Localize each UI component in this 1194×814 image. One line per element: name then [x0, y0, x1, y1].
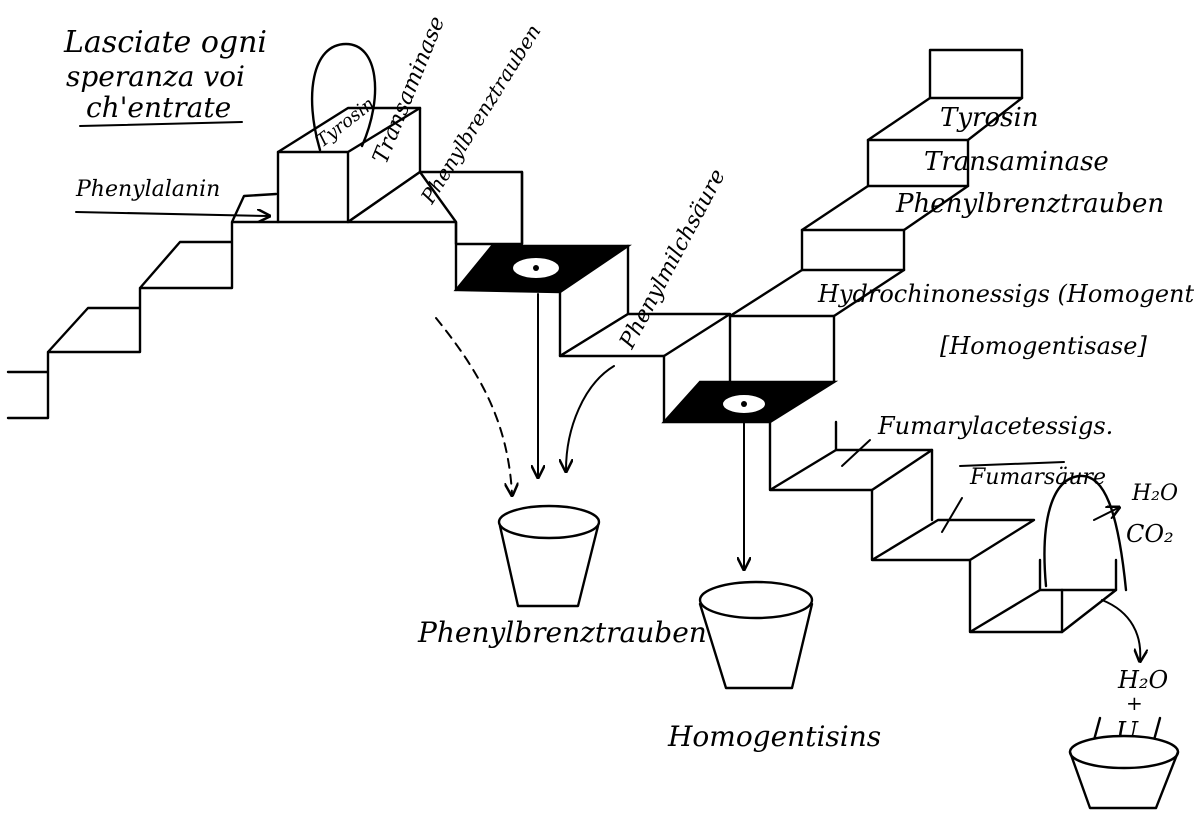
motto-line-3: ch'entrate	[86, 91, 231, 124]
product-water-2: H₂O	[1117, 666, 1169, 694]
bucket-1-label: Phenylbrenztrauben	[417, 616, 707, 649]
bucket-1: Phenylbrenztrauben	[417, 504, 707, 649]
top-block-edges	[276, 106, 422, 224]
right-label-tyrosin: Tyrosin	[940, 103, 1039, 133]
drop-dashed	[435, 317, 512, 494]
right-label-transaminase: Transaminase	[924, 147, 1109, 177]
right-staircase: Tyrosin Transaminase Phenylbrenztrauben …	[661, 48, 1194, 810]
right-top-box	[928, 48, 1024, 100]
right-label-homogentisase: [Homogentisase]	[940, 332, 1147, 360]
left-tread-2	[558, 312, 732, 358]
product-co2: CO₂	[1126, 520, 1174, 548]
drops	[435, 293, 744, 568]
right-label-phenylbrenztrauben: Phenylbrenztrauben	[895, 189, 1164, 219]
phenylalanin-arrow	[75, 212, 268, 216]
tyrosin-loop	[310, 42, 377, 152]
bucket-2: Homogentisins	[667, 580, 881, 753]
left-phenylalanin-label: Phenylalanin	[75, 177, 220, 202]
right-label-fumarsaeure: Fumarsäure	[969, 465, 1106, 490]
left-steps-outline	[6, 192, 280, 420]
motto-line-2: speranza voi	[66, 60, 245, 93]
bucket-2-label: Homogentisins	[667, 720, 881, 753]
product-plus: +	[1126, 691, 1143, 715]
product-water-1: H₂O	[1131, 481, 1178, 506]
fumarsaeure-loop	[1043, 474, 1128, 592]
urine-bucket: U	[1068, 716, 1180, 810]
left-tread-1-edges	[418, 170, 524, 292]
motto-line-1: Lasciate ogni	[63, 25, 267, 60]
right-label-fumarylacetessigs: Fumarylacetessigs.	[877, 412, 1113, 440]
motto-underline	[79, 121, 243, 127]
drop-phenylmilch	[566, 365, 615, 470]
right-label-hydrochinonessigs: Hydrochinonessigs (Homogent.)	[817, 280, 1194, 308]
motto: Lasciate ogni speranza voi ch'entrate	[63, 25, 267, 127]
